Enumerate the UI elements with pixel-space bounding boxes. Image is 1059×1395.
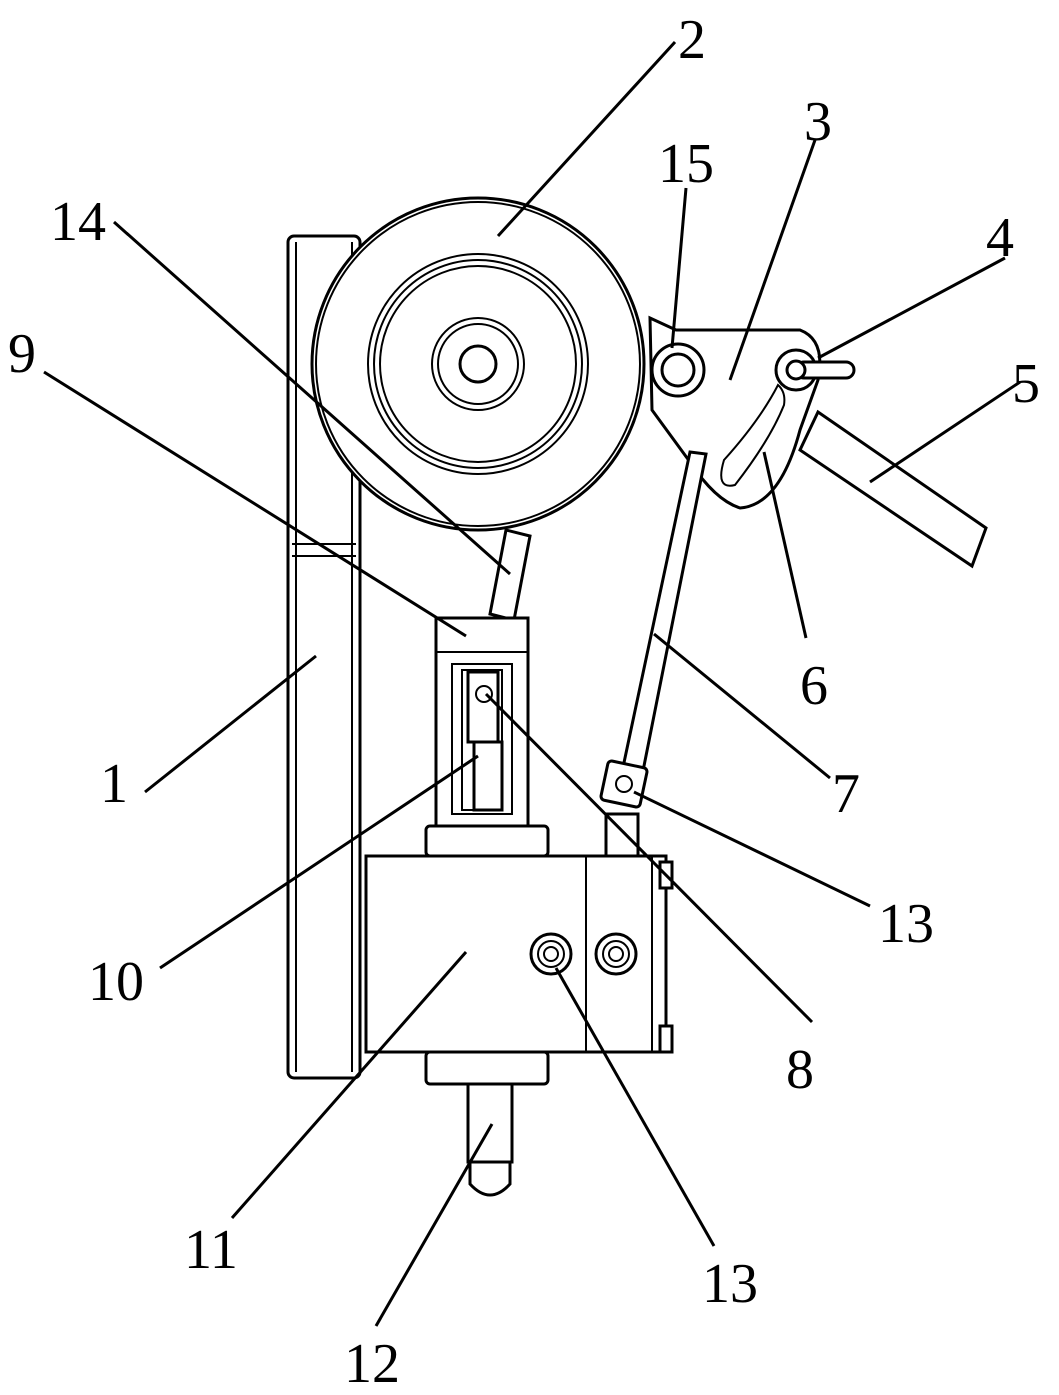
label-13-upper: 13 xyxy=(878,893,934,955)
pin xyxy=(774,348,856,392)
label-4: 4 xyxy=(986,207,1014,269)
label-14: 14 xyxy=(50,191,106,253)
rod-joint xyxy=(599,759,649,860)
handle xyxy=(798,409,988,569)
wheel xyxy=(310,196,646,532)
label-8: 8 xyxy=(786,1039,814,1101)
label-6: 6 xyxy=(800,655,828,717)
label-10: 10 xyxy=(88,951,144,1013)
label-7: 7 xyxy=(832,763,860,825)
pivot-pin xyxy=(650,342,706,398)
output-shaft xyxy=(466,1082,514,1197)
label-5: 5 xyxy=(1012,353,1040,415)
label-11: 11 xyxy=(184,1219,238,1281)
label-2: 2 xyxy=(678,9,706,71)
label-15: 15 xyxy=(658,133,714,195)
leader-lines xyxy=(43,40,1021,1327)
label-13-lower: 13 xyxy=(702,1253,758,1315)
connecting-rod xyxy=(488,528,532,622)
label-3: 3 xyxy=(804,91,832,153)
lower-housing xyxy=(364,854,674,1086)
label-9: 9 xyxy=(8,323,36,385)
label-12: 12 xyxy=(344,1333,400,1395)
label-1: 1 xyxy=(100,753,128,815)
reference-numerals: 1 2 3 4 5 6 7 8 9 10 11 12 13 13 14 15 xyxy=(8,9,1040,1395)
long-rod xyxy=(620,450,708,778)
